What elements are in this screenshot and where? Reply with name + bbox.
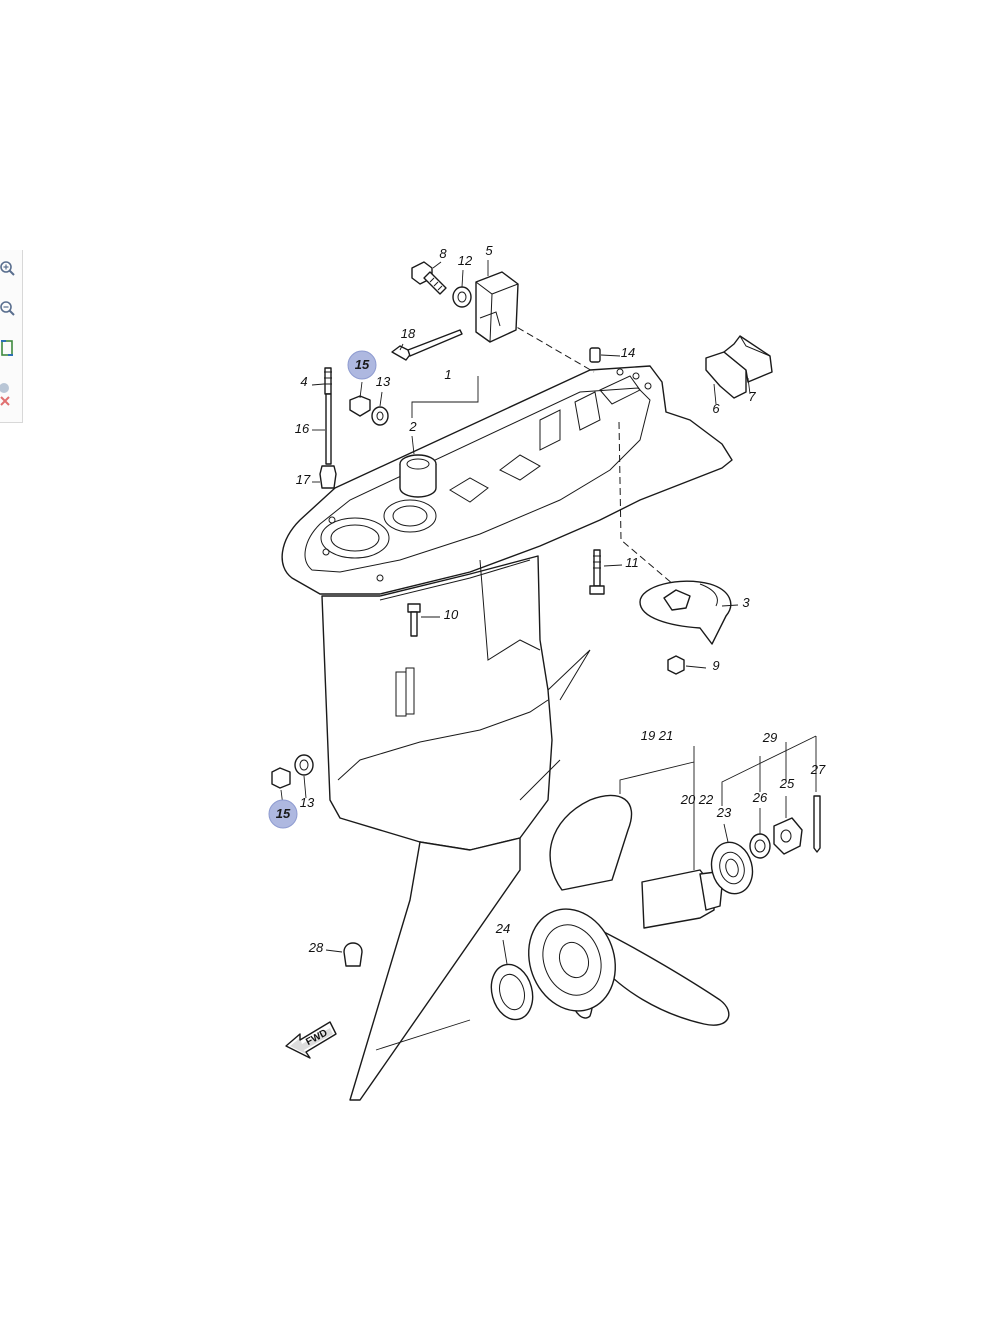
callout-label-c15a: 15 bbox=[355, 357, 370, 372]
remove-icon bbox=[0, 383, 10, 406]
part-19-propeller bbox=[528, 794, 730, 1026]
callout-c5[interactable]: 5 bbox=[485, 243, 493, 258]
callout-highlight-c15b bbox=[268, 799, 298, 829]
callout-label-c4: 4 bbox=[300, 374, 307, 389]
callout-c2[interactable]: 2 bbox=[408, 419, 417, 434]
guide-line-5 bbox=[507, 321, 595, 373]
part-15-13-plug-upper bbox=[349, 395, 389, 426]
part-14-pin bbox=[589, 347, 601, 363]
part-18-clip bbox=[391, 329, 463, 361]
callout-label-c10: 10 bbox=[444, 607, 459, 622]
part-3-trim-tab bbox=[639, 580, 732, 645]
zoom-out-button[interactable] bbox=[0, 296, 20, 322]
callout-c15b[interactable]: 15 bbox=[268, 799, 298, 829]
leader-lines bbox=[280, 260, 817, 1051]
remove-button[interactable] bbox=[0, 380, 20, 406]
callout-label-c15b: 15 bbox=[276, 806, 291, 821]
part-6-7-bracket bbox=[705, 335, 773, 399]
callout-c26[interactable]: 26 bbox=[752, 790, 768, 805]
callout-label-c2: 2 bbox=[408, 419, 417, 434]
callout-label-c24: 24 bbox=[495, 921, 510, 936]
part-28-anode bbox=[343, 942, 363, 967]
callout-c3[interactable]: 3 bbox=[742, 595, 750, 610]
callout-label-c29: 29 bbox=[762, 730, 777, 745]
fit-button[interactable] bbox=[0, 336, 20, 362]
callout-label-c6: 6 bbox=[712, 401, 720, 416]
callout-label-c11: 11 bbox=[625, 555, 639, 570]
callout-label-c9: 9 bbox=[712, 658, 719, 673]
part-12-washer bbox=[452, 286, 472, 308]
part-9-nut bbox=[667, 655, 685, 675]
part-23-thrust-washer bbox=[710, 841, 754, 895]
viewer-toolbar bbox=[0, 250, 23, 423]
callout-c9[interactable]: 9 bbox=[712, 658, 719, 673]
callout-label-c18: 18 bbox=[401, 326, 416, 341]
callout-c11[interactable]: 11 bbox=[625, 555, 639, 570]
part-25-nut bbox=[773, 817, 803, 855]
callout-highlight-c15a bbox=[347, 350, 377, 380]
fit-icon bbox=[1, 340, 13, 356]
callout-c18[interactable]: 18 bbox=[401, 326, 416, 341]
callout-label-c27: 27 bbox=[810, 762, 826, 777]
callout-label-c1: 1 bbox=[444, 367, 451, 382]
callout-label-c23: 23 bbox=[716, 805, 732, 820]
callout-c28[interactable]: 28 bbox=[308, 940, 324, 955]
callout-c2022[interactable]: 20 22 bbox=[680, 792, 714, 807]
callout-label-c12: 12 bbox=[458, 253, 473, 268]
callout-c15a[interactable]: 15 bbox=[347, 350, 377, 380]
callout-c1921[interactable]: 19 21 bbox=[641, 728, 674, 743]
callout-c25[interactable]: 25 bbox=[779, 776, 795, 791]
callout-label-c16: 16 bbox=[295, 421, 310, 436]
part-11-bolt bbox=[589, 549, 605, 595]
callout-c13a[interactable]: 13 bbox=[376, 374, 391, 389]
callout-label-c13b: 13 bbox=[300, 795, 315, 810]
callout-c13b[interactable]: 13 bbox=[300, 795, 315, 810]
callout-c6[interactable]: 6 bbox=[712, 401, 720, 416]
callout-label-c28: 28 bbox=[308, 940, 324, 955]
callout-c10[interactable]: 10 bbox=[444, 607, 459, 622]
gear-case-housing bbox=[281, 365, 733, 1101]
callout-label-c7: 7 bbox=[748, 389, 756, 404]
part-15-13-plug-lower bbox=[271, 754, 314, 789]
callout-c8[interactable]: 8 bbox=[439, 246, 447, 261]
part-26-washer bbox=[749, 833, 771, 859]
part-4-16-17-stud bbox=[319, 367, 337, 489]
callout-label-c5: 5 bbox=[485, 243, 493, 258]
callout-label-c8: 8 bbox=[439, 246, 447, 261]
part-10-bolt bbox=[407, 603, 421, 637]
callout-c29[interactable]: 29 bbox=[762, 730, 777, 745]
callout-c4[interactable]: 4 bbox=[300, 374, 307, 389]
callout-label-c17: 17 bbox=[296, 472, 311, 487]
callout-label-c26: 26 bbox=[752, 790, 768, 805]
part-8-bolt bbox=[411, 261, 447, 295]
callout-c17[interactable]: 17 bbox=[296, 472, 311, 487]
callout-c7[interactable]: 7 bbox=[748, 389, 756, 404]
callout-c24[interactable]: 24 bbox=[495, 921, 510, 936]
callout-label-c14: 14 bbox=[621, 345, 635, 360]
callout-c1[interactable]: 1 bbox=[444, 367, 451, 382]
callout-c12[interactable]: 12 bbox=[458, 253, 473, 268]
callout-label-c3: 3 bbox=[742, 595, 750, 610]
callout-label-c25: 25 bbox=[779, 776, 795, 791]
callout-label-c1921: 19 21 bbox=[641, 728, 674, 743]
callout-label-c13a: 13 bbox=[376, 374, 391, 389]
forward-direction-arrow: FWD bbox=[285, 1021, 337, 1059]
guide-line-3 bbox=[618, 421, 681, 591]
callout-label-c2022: 20 22 bbox=[680, 792, 714, 807]
zoom-in-button[interactable] bbox=[0, 256, 20, 282]
zoom-in-icon bbox=[0, 261, 15, 276]
part-27-cotter-pin bbox=[813, 795, 821, 853]
part-5-anode bbox=[475, 271, 519, 343]
callout-c27[interactable]: 27 bbox=[810, 762, 826, 777]
callout-c16[interactable]: 16 bbox=[295, 421, 310, 436]
zoom-out-icon bbox=[0, 301, 15, 316]
callout-c14[interactable]: 14 bbox=[621, 345, 635, 360]
part-24-spacer bbox=[490, 963, 534, 1021]
part-2-bearing bbox=[399, 454, 437, 498]
callout-c23[interactable]: 23 bbox=[716, 805, 732, 820]
